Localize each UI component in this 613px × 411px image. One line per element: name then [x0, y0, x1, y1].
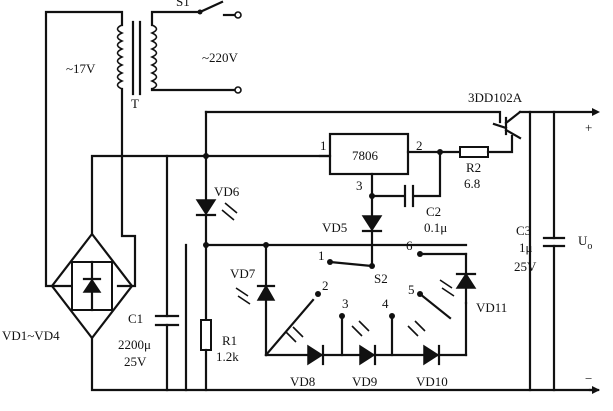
- switch-s1: [198, 0, 224, 14]
- led-vd11: [439, 272, 477, 297]
- diode-vd5: [361, 215, 383, 233]
- bridge-label: VD1~VD4: [2, 328, 60, 343]
- regulator-7806: [328, 132, 410, 176]
- vd7-label: VD7: [230, 266, 256, 281]
- s2-contact-3: [339, 313, 345, 319]
- led-vd7: [235, 284, 276, 305]
- led-vd10: [407, 320, 441, 366]
- c1-value: 2200μ: [118, 337, 151, 352]
- vd9-label: VD9: [352, 374, 377, 389]
- c2-value: 0.1μ: [424, 220, 447, 235]
- s2-contact-2: [315, 291, 321, 297]
- bridge-rectifier: [50, 232, 134, 340]
- s2-pos5: 5: [408, 282, 415, 297]
- vd5-label: VD5: [322, 220, 347, 235]
- transformer: [116, 20, 158, 96]
- vd10-label: VD10: [416, 374, 448, 389]
- output-voltage-label: Uo: [578, 233, 592, 252]
- r1-value: 1.2k: [216, 349, 239, 364]
- c1-label: C1: [128, 311, 143, 326]
- mains-terminal-bottom: [234, 86, 242, 94]
- reg-pin3-label: 3: [356, 178, 363, 193]
- led-vd6: [195, 199, 238, 221]
- s2-pos2: 2: [322, 278, 329, 293]
- led-vd9: [351, 320, 377, 366]
- s2-pos3: 3: [342, 296, 349, 311]
- output-plus: +: [585, 120, 592, 135]
- led-vd8: [285, 326, 325, 366]
- secondary-voltage-label: ~17V: [66, 61, 96, 76]
- transformer-label: T: [131, 96, 139, 111]
- c3-label: C3: [516, 223, 531, 238]
- transistor-3dd102a: [492, 110, 522, 140]
- s2-pos4: 4: [382, 296, 389, 311]
- r2-label: R2: [466, 160, 481, 175]
- s2-pos1: 1: [318, 248, 325, 263]
- vd8-label: VD8: [290, 374, 315, 389]
- s2-contact-4: [389, 313, 395, 319]
- c1-voltage: 25V: [124, 354, 147, 369]
- c3-value: 1μ: [519, 240, 533, 255]
- s2-wiper: [328, 260, 374, 268]
- reg-pin2-label: 2: [416, 138, 423, 153]
- vd6-label: VD6: [214, 184, 240, 199]
- mains-terminal-top: [234, 11, 242, 19]
- s2-pos6: 6: [406, 238, 413, 253]
- switch-s1-label: S1: [176, 0, 190, 9]
- c2-label: C2: [426, 204, 441, 219]
- vd11-label: VD11: [476, 300, 507, 315]
- regulator-label: 7806: [352, 148, 379, 163]
- resistor-r2: [459, 146, 489, 158]
- s2-label: S2: [374, 271, 388, 286]
- mains-voltage-label: ~220V: [202, 50, 239, 65]
- r2-value: 6.8: [464, 176, 480, 191]
- transistor-label: 3DD102A: [468, 90, 523, 105]
- resistor-r1: [200, 319, 212, 351]
- c3-voltage: 25V: [514, 259, 537, 274]
- r1-label: R1: [222, 333, 237, 348]
- output-minus: −: [585, 371, 592, 386]
- reg-pin1-label: 1: [320, 138, 327, 153]
